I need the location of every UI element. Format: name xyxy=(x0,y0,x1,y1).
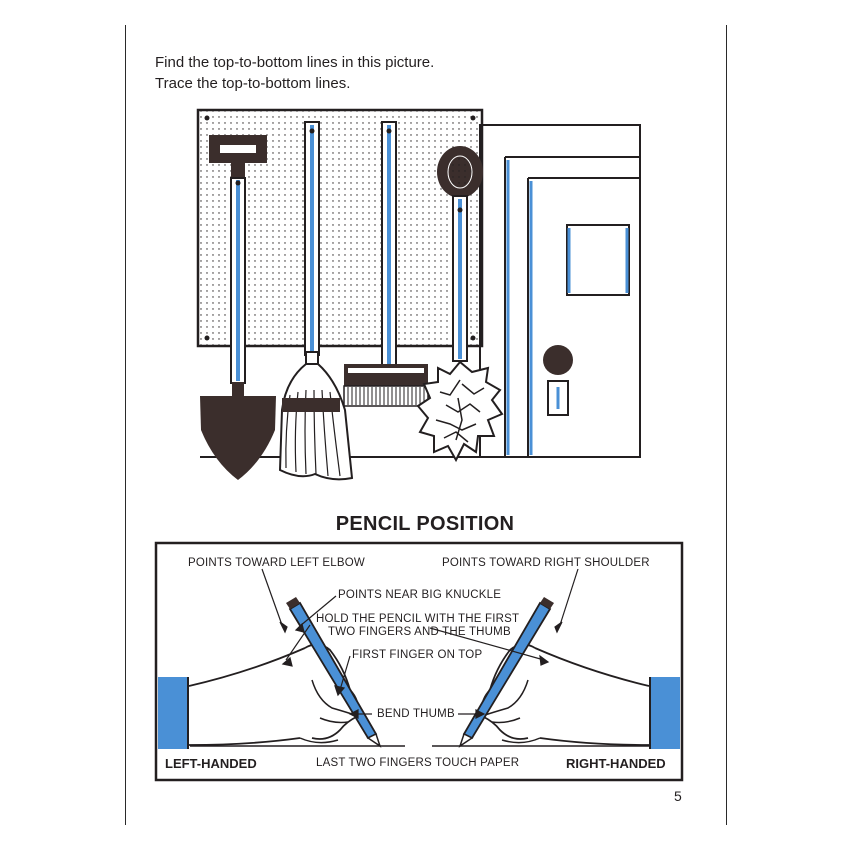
label-last-two-fingers: LAST TWO FINGERS TOUCH PAPER xyxy=(316,757,520,769)
instruction-line-2: Trace the top-to-bottom lines. xyxy=(155,75,351,92)
broom-icon xyxy=(343,121,429,407)
label-hold-line-2: TWO FINGERS AND THE THUMB xyxy=(328,626,511,638)
pencil-position-box xyxy=(154,541,684,782)
label-hold-line-1: HOLD THE PENCIL WITH THE FIRST xyxy=(316,613,520,625)
label-first-finger: FIRST FINGER ON TOP xyxy=(352,649,483,661)
label-left-elbow: POINTS TOWARD LEFT ELBOW xyxy=(188,557,365,569)
instruction-line-1: Find the top-to-bottom lines in this pic… xyxy=(155,54,435,71)
label-pointers xyxy=(261,568,579,719)
label-bend-thumb: BEND THUMB xyxy=(377,708,455,720)
door xyxy=(479,124,641,458)
right-hand-illustration xyxy=(458,597,680,749)
left-hand-illustration xyxy=(158,597,382,749)
right-handed-label: RIGHT-HANDED xyxy=(566,756,666,771)
duster-icon xyxy=(416,146,504,463)
label-big-knuckle: POINTS NEAR BIG KNUCKLE xyxy=(338,589,502,601)
label-right-shoulder: POINTS TOWARD RIGHT SHOULDER xyxy=(442,557,650,569)
door-knob-icon xyxy=(543,345,573,375)
mop-icon xyxy=(278,121,354,481)
pencil-position-title: PENCIL POSITION xyxy=(335,513,515,535)
shovel-icon xyxy=(200,135,276,480)
page-number: 5 xyxy=(674,788,682,804)
left-handed-label: LEFT-HANDED xyxy=(165,756,257,771)
